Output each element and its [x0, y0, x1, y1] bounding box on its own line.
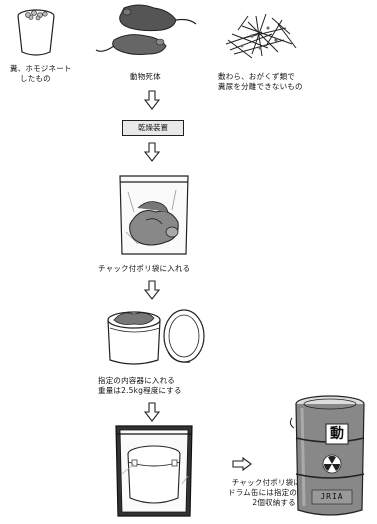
container-label-line1: 指定の内容器に入れる [98, 376, 175, 385]
bedding-label-line2: 糞尿を分離できないもの [218, 82, 303, 91]
drum-can-illustration: 動 JRIA [289, 394, 368, 520]
feces-label: 糞、ホモジネート したもの [10, 64, 72, 84]
bagged-container-illustration [112, 424, 196, 518]
bedding-straw-illustration [222, 4, 298, 62]
dryer-box: 乾燥装置 [122, 120, 184, 136]
right-arrow-icon [232, 456, 252, 472]
feces-label-line1: 糞、ホモジネート [10, 64, 72, 73]
feces-cup-illustration [16, 8, 56, 56]
dryer-label: 乾燥装置 [138, 123, 168, 132]
inner-container-illustration [104, 306, 208, 368]
carcass-label: 動物死体 [130, 72, 161, 81]
drum-label: チャック付ポリ袋に入れ ドラム缶には指定の内容器 2個収納する [228, 478, 320, 508]
drum-label-line2: ドラム缶には指定の内容器 [228, 488, 321, 497]
drum-top-char: 動 [330, 426, 344, 442]
feces-label-line2: したもの [20, 74, 51, 83]
bedding-label-line1: 敷わら、おがくず類で [218, 72, 295, 81]
down-arrow-icon [143, 90, 161, 110]
container-label: 指定の内容器に入れる 重量は2.5kg程度にする [98, 376, 182, 396]
down-arrow-icon [143, 280, 161, 300]
zip-bag-illustration [116, 172, 192, 256]
drum-bottom-text: JRIA [320, 492, 344, 501]
animal-carcass-illustration [94, 2, 204, 64]
down-arrow-icon [143, 142, 161, 162]
drum-label-line3: 2個収納する [252, 498, 296, 507]
drum-label-line1: チャック付ポリ袋に入れ [231, 478, 317, 487]
container-label-line2: 重量は2.5kg程度にする [98, 386, 182, 395]
bedding-label: 敷わら、おがくず類で 糞尿を分離できないもの [218, 72, 303, 92]
down-arrow-icon [143, 402, 161, 422]
bag-label: チャック付ポリ袋に入れる [98, 264, 191, 273]
